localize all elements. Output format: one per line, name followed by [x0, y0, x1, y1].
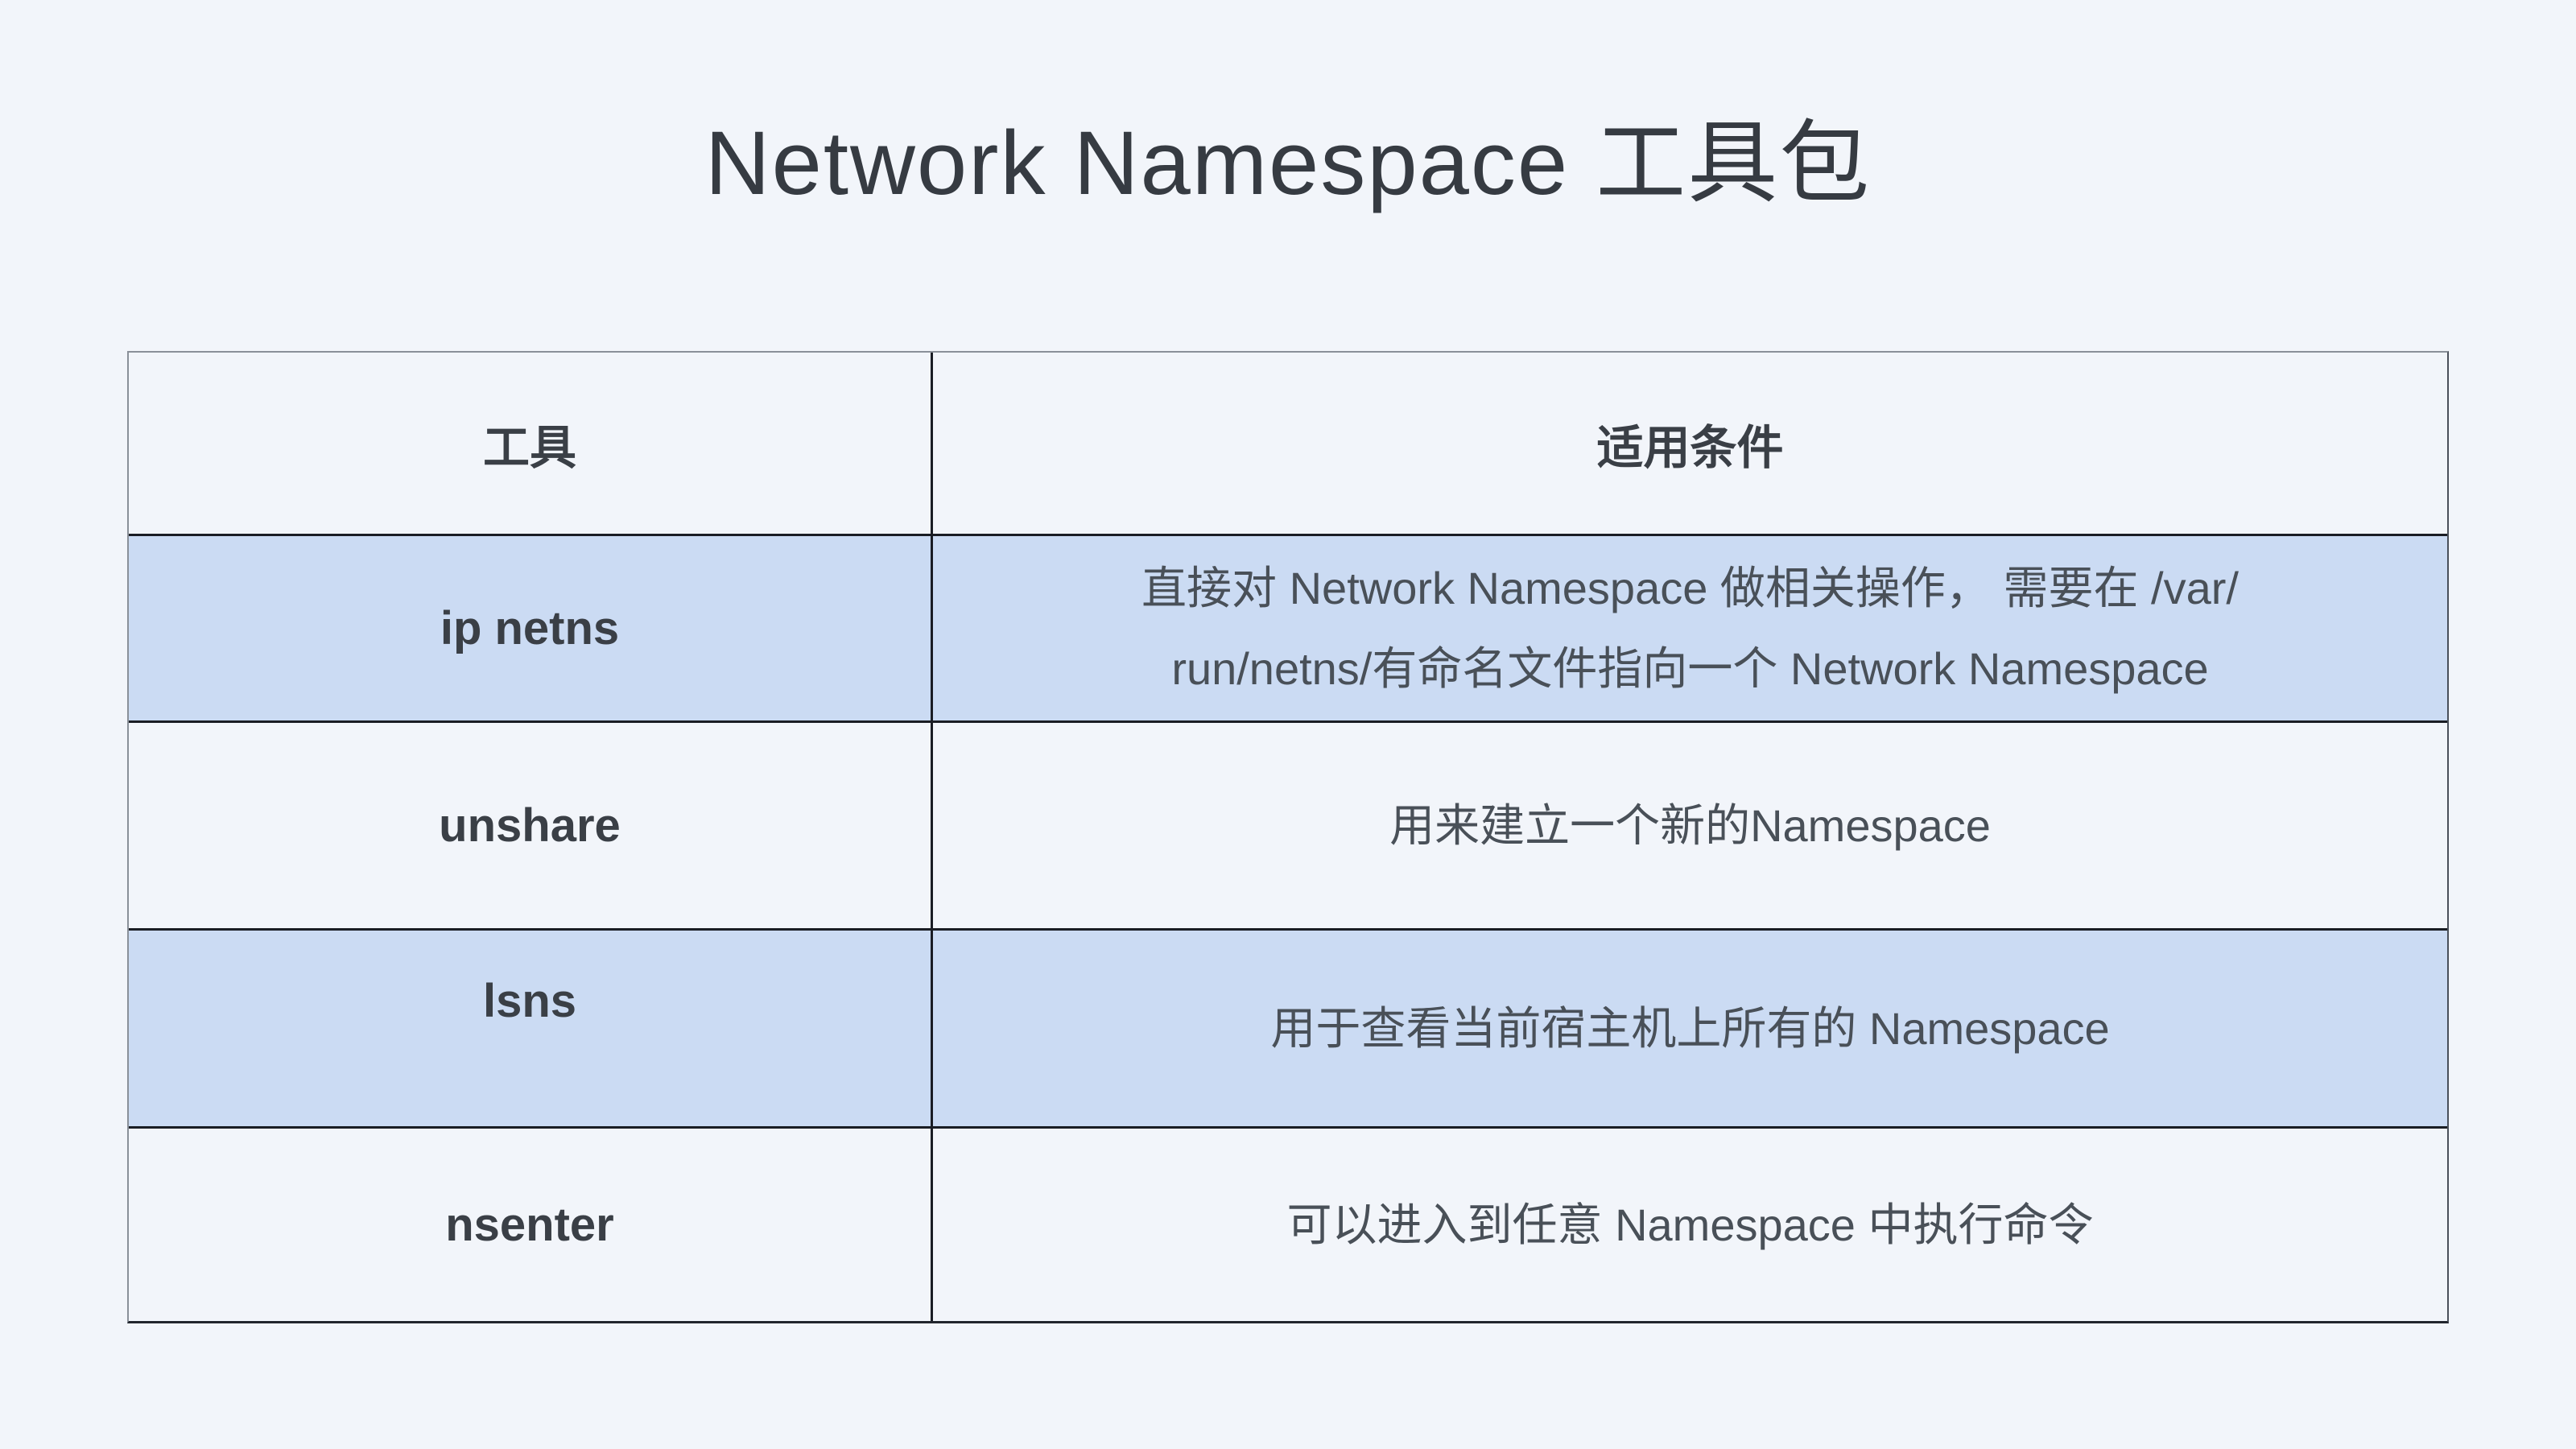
- cell-tool-condition: 可以进入到任意 Namespace 中执行命令: [933, 1129, 2447, 1321]
- table-header-row: 工具 适用条件: [129, 353, 2447, 534]
- cell-tool-name: ip netns: [129, 536, 933, 720]
- tool-name-label: ip netns: [440, 602, 620, 654]
- tool-name-label: unshare: [439, 799, 621, 852]
- page-title: Network Namespace 工具包: [704, 113, 1872, 213]
- tool-condition-text: 直接对 Network Namespace 做相关操作， 需要在 /var/ r…: [1141, 562, 2239, 694]
- cell-tool-condition: 用来建立一个新的Namespace: [933, 723, 2447, 928]
- cell-tool-name: unshare: [129, 723, 933, 928]
- tool-condition-text: 用来建立一个新的Namespace: [1389, 799, 1991, 851]
- cell-tool-condition: 用于查看当前宿主机上所有的 Namespace: [933, 931, 2447, 1126]
- cell-tool-condition: 直接对 Network Namespace 做相关操作， 需要在 /var/ r…: [933, 536, 2447, 720]
- column-header-condition: 适用条件: [1596, 421, 1784, 474]
- table-row: unshare 用来建立一个新的Namespace: [129, 720, 2447, 928]
- column-header-tool: 工具: [129, 353, 933, 534]
- tool-condition-text: 可以进入到任意 Namespace 中执行命令: [1286, 1199, 2094, 1250]
- tool-name-label: lsns: [482, 975, 577, 1027]
- table-row: ip netns 直接对 Network Namespace 做相关操作， 需要…: [129, 534, 2447, 720]
- cell-tool-name: nsenter: [129, 1129, 933, 1321]
- tool-condition-text: 用于查看当前宿主机上所有的 Namespace: [1270, 1002, 2110, 1054]
- cell-tool-name: lsns: [129, 931, 933, 1126]
- table-row: lsns 用于查看当前宿主机上所有的 Namespace: [129, 928, 2447, 1126]
- table-row: nsenter 可以进入到任意 Namespace 中执行命令: [129, 1126, 2447, 1321]
- tools-table: 工具 适用条件 ip netns 直接对 Network Namespace 做…: [127, 351, 2449, 1323]
- tool-name-label: nsenter: [445, 1199, 614, 1251]
